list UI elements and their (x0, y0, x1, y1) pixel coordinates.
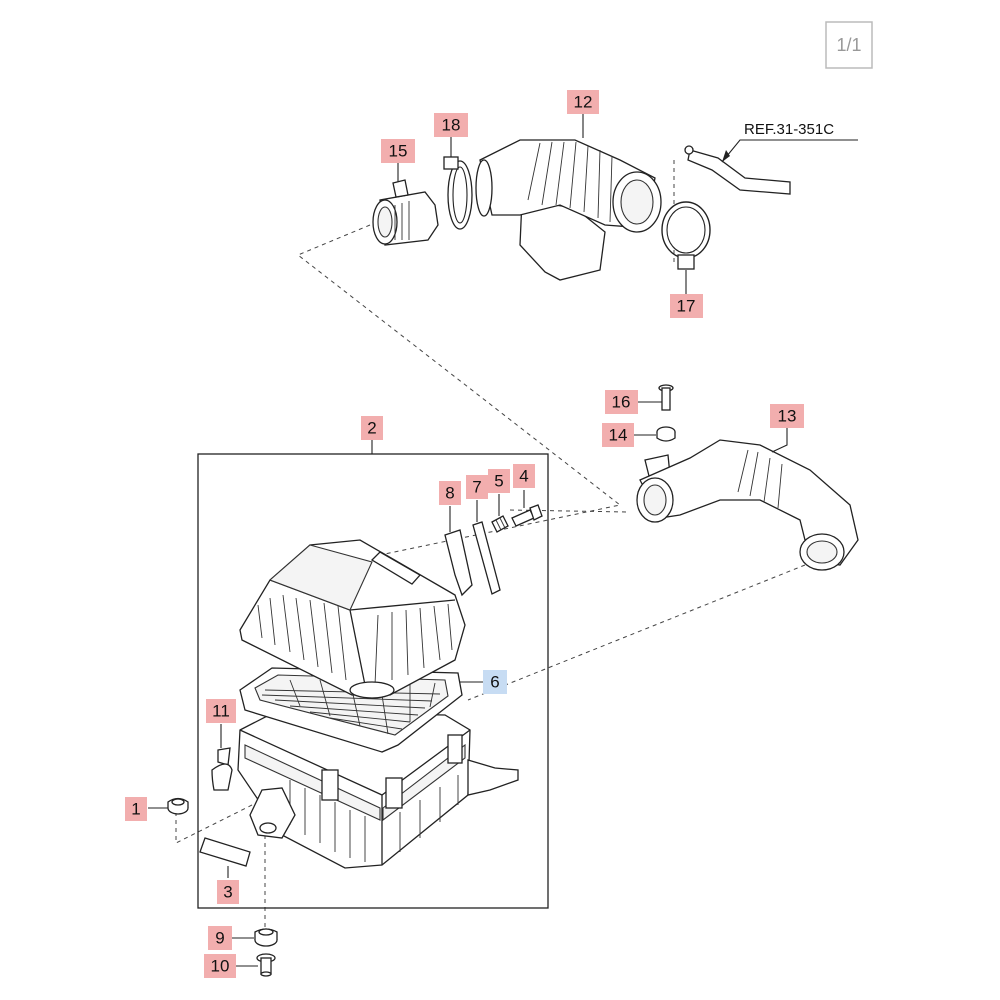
clamp-part-18 (443, 156, 473, 230)
air-cleaner-cover (239, 539, 466, 699)
callout-17[interactable]: 17 (670, 294, 703, 318)
callout-10[interactable]: 10 (204, 954, 236, 978)
nut-part-1 (167, 797, 189, 815)
callout-6[interactable]: 6 (483, 670, 507, 694)
callout-15[interactable]: 15 (381, 139, 415, 163)
gasket-part-7 (472, 521, 501, 595)
page-indicator[interactable]: 1/1 (825, 21, 873, 69)
washer-part-14 (656, 426, 676, 442)
callout-2-label: 2 (367, 419, 376, 438)
callout-5[interactable]: 5 (488, 469, 510, 493)
seal-part-8 (444, 529, 473, 597)
callout-2[interactable]: 2 (361, 416, 383, 440)
dashed-link-hose-body (467, 564, 806, 701)
callout-7-label: 7 (472, 478, 481, 497)
callout-5-label: 5 (494, 472, 503, 491)
reference-pipe: REF.31-351C (684, 121, 858, 195)
callout-17-label: 17 (677, 297, 696, 316)
bolt-part-4 (511, 504, 543, 527)
air-flow-sensor-part-15 (372, 179, 439, 246)
callout-8-label: 8 (445, 484, 454, 503)
callout-11-label: 11 (212, 702, 230, 721)
callout-4-label: 4 (519, 467, 528, 486)
bolt-part-16 (658, 384, 674, 411)
callout-4[interactable]: 4 (513, 464, 535, 488)
callout-8[interactable]: 8 (439, 481, 461, 505)
collar-part-10 (256, 953, 276, 977)
callout-3[interactable]: 3 (217, 880, 239, 904)
callout-18-label: 18 (442, 116, 461, 135)
clamp-part-17 (661, 201, 711, 270)
callout-9[interactable]: 9 (208, 926, 232, 950)
callout-10-label: 10 (211, 957, 230, 976)
grommet-part-9 (254, 928, 278, 947)
dashed-link-nut (175, 789, 283, 844)
air-cleaner-body (237, 711, 519, 869)
callout-14-label: 14 (609, 426, 628, 445)
callout-11[interactable]: 11 (206, 699, 236, 723)
callout-13-label: 13 (778, 407, 797, 426)
callout-15-label: 15 (389, 142, 408, 161)
intake-hose-part-12 (475, 139, 662, 281)
callout-1-label: 1 (131, 800, 140, 819)
callout-18[interactable]: 18 (434, 113, 468, 137)
assembly-frame (197, 453, 549, 909)
reference-label: REF.31-351C (744, 121, 834, 138)
callout-6-label: 6 (490, 673, 499, 692)
callout-13[interactable]: 13 (770, 404, 804, 428)
callout-12-label: 12 (574, 93, 593, 112)
intake-hose-part-13 (636, 439, 859, 571)
callout-16-label: 16 (612, 393, 631, 412)
callout-16[interactable]: 16 (605, 390, 638, 414)
page-indicator-text: 1/1 (836, 35, 861, 55)
callout-1[interactable]: 1 (125, 797, 147, 821)
screw-part-5 (491, 515, 509, 533)
pad-part-3 (199, 837, 251, 867)
bracket-part-11 (211, 747, 233, 791)
callout-9-label: 9 (215, 929, 224, 948)
callout-3-label: 3 (223, 883, 232, 902)
callout-14[interactable]: 14 (602, 423, 634, 447)
callout-12[interactable]: 12 (567, 90, 599, 114)
callout-7[interactable]: 7 (466, 475, 488, 499)
